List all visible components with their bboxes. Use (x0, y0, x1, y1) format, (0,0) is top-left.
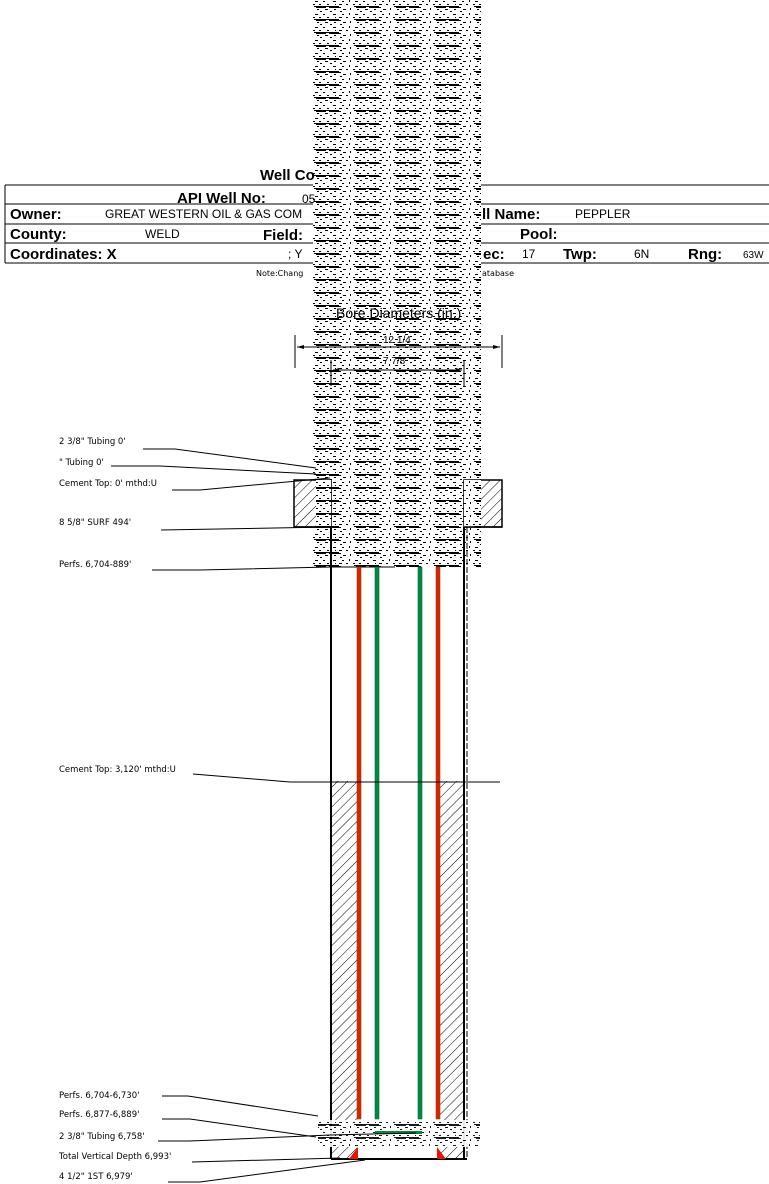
bore-title: Bore Diameters (in.) (336, 305, 461, 321)
annotation-perfs-top: Perfs. 6,704-889' (59, 560, 131, 570)
production-cement-left (331, 781, 357, 1158)
annotation-labels: 2 3/8" Tubing 0' " Tubing 0' Cement Top:… (58, 437, 176, 1182)
well-name-label: ll Name: (482, 206, 540, 223)
bore-diameters: Bore Diameters (in.) 12 1/4 7 7/8 (294, 305, 503, 386)
inner-diameter: 7 7/8 (383, 356, 406, 367)
well-header: Well Co API Well No: 05 Owner: GREAT WES… (4, 167, 769, 278)
well-name-value: PEPPLER (575, 207, 631, 221)
casing-shoe-left (349, 1147, 358, 1159)
tubing-outer-left (356, 566, 362, 1120)
outer-diameter: 12 1/4 (383, 335, 411, 346)
twp-value: 6N (634, 247, 649, 261)
api-value: 05 (302, 192, 316, 206)
y-label: ; Y (288, 247, 302, 261)
sec-label: ec: (483, 246, 505, 263)
tubing-outer-right (435, 566, 441, 1120)
annotation-production-casing: 4 1/2" 1ST 6,979' (59, 1172, 133, 1182)
annotation-perfs-upper: Perfs. 6,704-6,730' (59, 1091, 139, 1101)
annotation-surface-casing: 8 5/8" SURF 494' (59, 518, 131, 528)
sec-value: 17 (522, 247, 536, 261)
arrow-left-icon (297, 345, 304, 349)
coordinates-label: Coordinates: X (10, 246, 117, 263)
field-label: Field: (263, 227, 303, 244)
tubing-bottom-connector (375, 1131, 422, 1134)
owner-value: GREAT WESTERN OIL & GAS COM (105, 207, 302, 221)
header-title: Well Co (260, 167, 315, 184)
note-right: atabase (482, 269, 514, 278)
arrow-left-icon (333, 368, 339, 372)
annotation-tubing-top: 2 3/8" Tubing 0' (59, 437, 126, 447)
rng-value: 63W (743, 250, 764, 261)
pool-label: Pool: (520, 226, 558, 243)
arrow-right-icon (456, 368, 462, 372)
casing-shoe-right (437, 1147, 446, 1159)
annotation-tubing-bottom: 2 3/8" Tubing 6,758' (59, 1132, 145, 1142)
annotation-cement-top-surface: Cement Top: 0' mthd:U (59, 479, 157, 489)
annotation-total-depth: Total Vertical Depth 6,993' (58, 1152, 171, 1162)
county-value: WELD (145, 227, 180, 241)
tubing-inner-right (417, 566, 423, 1120)
tubing-strings (356, 566, 441, 1134)
arrow-right-icon (493, 345, 500, 349)
twp-label: Twp: (563, 246, 597, 263)
annotation-cement-top-production: Cement Top: 3,120' mthd:U (59, 765, 176, 775)
production-cement-right (439, 781, 464, 1158)
annotation-tubing-top-2: " Tubing 0' (59, 458, 104, 468)
owner-label: Owner: (10, 206, 62, 223)
formation-sand-top (313, 0, 481, 567)
api-label: API Well No: (177, 190, 266, 207)
annotation-perfs-lower: Perfs. 6,877-6,889' (59, 1110, 139, 1120)
annotation-leaders (111, 448, 500, 1183)
county-label: County: (10, 226, 67, 243)
rng-label: Rng: (688, 246, 722, 263)
note-left: Note:Chang (256, 269, 303, 278)
tubing-inner-left (374, 566, 380, 1120)
